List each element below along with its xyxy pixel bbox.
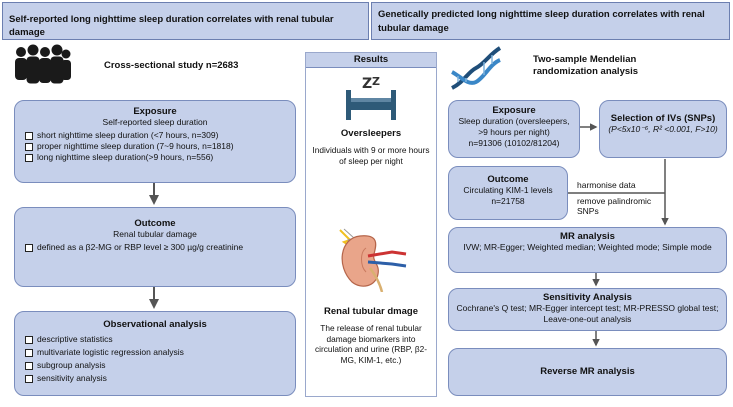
left-outcome-subtitle: Renal tubular damage [113,229,197,239]
mr-analysis-box: MR analysis IVW; MR-Egger; Weighted medi… [448,227,727,273]
right-outcome-line-2: n=21758 [491,196,525,206]
sensitivity-title: Sensitivity Analysis [543,292,632,303]
left-outcome-list: defined as a β2-MG or RBP level ≥ 300 µg… [23,242,287,253]
oversleepers-title: Oversleepers [340,128,402,139]
sensitivity-box: Sensitivity Analysis Cochrane's Q test; … [448,288,727,331]
left-exposure-list: short nighttime sleep duration (<7 hours… [23,130,287,163]
oversleepers-desc: Individuals with 9 or more hours of slee… [312,145,430,166]
kidney-svg [339,228,407,292]
left-study-label: Cross-sectional study n=2683 [104,60,239,71]
left-header: Self-reported long nighttime sleep durat… [2,2,369,40]
left-header-text: Self-reported long nighttime sleep durat… [9,14,334,38]
right-study-label-line2: randomization analysis [533,66,639,77]
ivs-title: Selection of IVs (SNPs) [610,113,716,124]
ivs-box: Selection of IVs (SNPs) (P<5x10⁻⁶, R² <0… [599,100,727,158]
list-item: subgroup analysis [23,360,287,371]
right-exposure-box: Exposure Sleep duration (oversleepers, >… [448,100,580,158]
list-item: short nighttime sleep duration (<7 hours… [23,130,287,141]
right-outcome-title: Outcome [487,174,529,185]
people-group-svg [15,44,71,84]
ivs-criteria: (P<5x10⁻⁶, R² <0.001, F>10) [608,124,718,134]
list-item: proper nighttime sleep duration (7~9 hou… [23,141,287,152]
right-outcome-box: Outcome Circulating KIM-1 levels n=21758 [448,166,568,220]
svg-text:Z: Z [372,75,380,88]
people-group-icon [12,44,72,90]
left-exposure-box: Exposure Self-reported sleep duration sh… [14,100,296,183]
dna-icon [446,42,506,94]
mr-analysis-title: MR analysis [560,231,615,242]
sensitivity-methods: Cochrane's Q test; MR-Egger intercept te… [456,303,719,324]
right-study-label-line1: Two-sample Mendelian [533,54,637,65]
damage-title: Renal tubular dmage [324,306,418,317]
list-item: descriptive statistics [23,334,287,345]
list-item: multivariate logistic regression analysi… [23,347,287,358]
remove-label-line1: remove palindromic [577,196,652,206]
left-exposure-title: Exposure [133,106,177,117]
right-exposure-line-2: >9 hours per night) [478,127,550,137]
list-item: sensitivity analysis [23,373,287,384]
kidney-icon [330,226,410,292]
results-title: Results [306,53,436,68]
list-item: defined as a β2-MG or RBP level ≥ 300 µg… [23,242,287,253]
damage-desc: The release of renal tubular damage biom… [314,323,428,365]
dna-svg [451,46,502,90]
mr-analysis-methods: IVW; MR-Egger; Weighted median; Weighted… [463,242,712,252]
right-exposure-line-3: n=91306 (10102/81204) [468,138,560,148]
left-outcome-title: Outcome [134,218,176,229]
harmonise-label: harmonise data [577,180,636,190]
remove-label: remove palindromic SNPs [577,196,651,216]
left-exposure-subtitle: Self-reported sleep duration [102,117,208,127]
left-outcome-box: Outcome Renal tubular damage defined as … [14,207,296,287]
right-outcome-line-1: Circulating KIM-1 levels [463,185,553,195]
right-header: Genetically predicted long nighttime sle… [371,2,730,40]
right-header-text: Genetically predicted long nighttime sle… [378,9,705,34]
bed-svg: Z Z [346,75,396,120]
left-observational-list: descriptive statistics multivariate logi… [23,334,287,384]
remove-label-line2: SNPs [577,206,599,216]
svg-text:Z: Z [362,76,372,92]
list-item: long nighttime sleep duration(>9 hours, … [23,152,287,163]
left-observational-box: Observational analysis descriptive stati… [14,311,296,396]
right-exposure-line-1: Sleep duration (oversleepers, [458,116,570,126]
right-exposure-title: Exposure [492,105,536,116]
right-study-label: Two-sample Mendelian randomization analy… [533,54,638,78]
bed-sleep-icon: Z Z [340,74,402,122]
left-observational-title: Observational analysis [103,319,207,330]
reverse-mr-box: Reverse MR analysis [448,348,727,396]
reverse-mr-title: Reverse MR analysis [540,366,635,377]
